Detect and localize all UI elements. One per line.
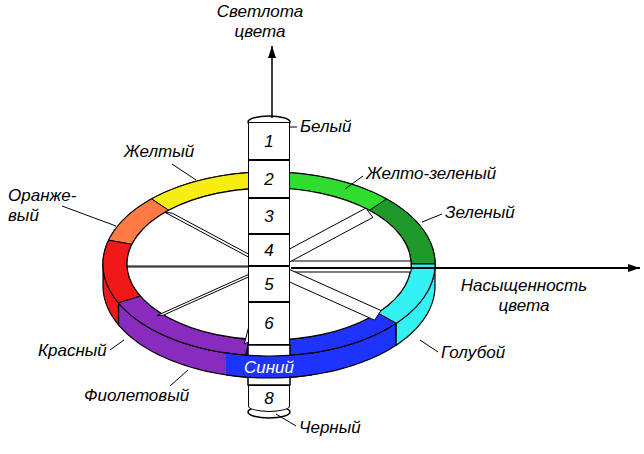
rim-edge: [226, 353, 312, 356]
color-name: Фиолетовый: [84, 386, 189, 406]
color-name: Голубой: [441, 343, 505, 363]
lightness-axis: [271, 46, 273, 118]
lightness-number: 5: [264, 276, 273, 293]
color-name: Желтый: [124, 142, 194, 162]
leader-line: [62, 206, 116, 226]
leader-line: [170, 370, 188, 386]
leader-line: [422, 214, 442, 222]
lightness-number: 6: [264, 315, 273, 332]
axis-segment: 5: [248, 266, 290, 302]
leader-line: [172, 164, 196, 180]
leader-line: [290, 127, 297, 128]
axis-segment: 8: [248, 385, 290, 412]
color-name: Синий: [244, 358, 294, 378]
axis-label: Светлота цвета: [212, 2, 308, 41]
lightness-number: 8: [264, 390, 273, 407]
color-name: Желто-зеленый: [366, 164, 496, 184]
disk-top: [103, 172, 435, 356]
color-name: Зеленый: [445, 203, 515, 223]
axis-segment: 6: [248, 302, 290, 345]
lightness-number: 3: [264, 208, 273, 225]
leader-line: [420, 340, 438, 352]
disk-inner: [127, 188, 411, 340]
color-name: Красный: [38, 341, 107, 361]
leader-line: [345, 176, 363, 189]
leader-line: [276, 414, 296, 426]
lightness-number: 4: [264, 242, 273, 259]
axis-segment: 4: [248, 234, 290, 266]
color-name: Черный: [299, 418, 361, 438]
saturation-axis: [291, 267, 640, 269]
lightness-number: 1: [264, 133, 273, 150]
leader-line: [110, 340, 124, 350]
axis-label: Насыщенность цвета: [446, 276, 602, 315]
rim-side-segment: [226, 353, 312, 378]
color-name: Оранже- вый: [8, 186, 70, 225]
axis-segment: 2: [248, 160, 290, 198]
axis-segment: 3: [248, 198, 290, 234]
axis-segment: 1: [248, 122, 290, 160]
lightness-number: 2: [264, 171, 273, 188]
color-name: Белый: [300, 117, 352, 137]
